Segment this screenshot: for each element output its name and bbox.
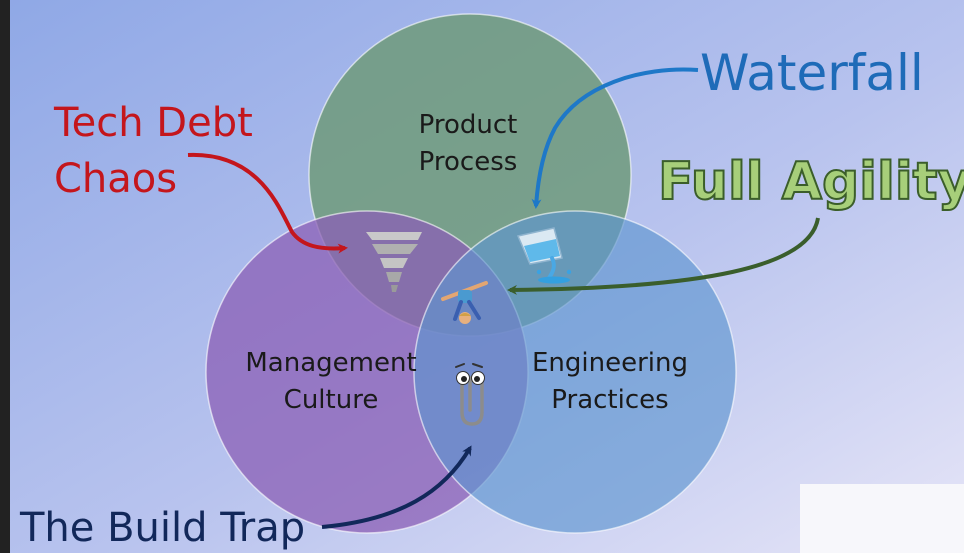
engineering-label-line1: Engineering xyxy=(532,348,688,378)
build-trap-label: The Build Trap xyxy=(19,505,305,551)
build-trap-arrow xyxy=(321,445,472,529)
full-agility-arrow xyxy=(507,217,820,295)
left-edge-strip xyxy=(0,0,10,553)
cartwheel-person-icon xyxy=(441,281,488,324)
management-label-line2: Culture xyxy=(284,385,379,415)
engineering-label-line2: Practices xyxy=(551,385,668,415)
tech-debt-label-line2: Chaos xyxy=(54,156,177,202)
product-label-line1: Product xyxy=(419,110,518,140)
engineering-practices-circle xyxy=(413,210,737,534)
full-agility-label: Full Agility xyxy=(658,152,964,212)
waterfall-arrow xyxy=(531,67,699,209)
pouring-water-icon xyxy=(516,227,572,284)
tech-debt-arrow xyxy=(187,152,348,254)
waterfall-label: Waterfall xyxy=(700,44,924,102)
tech-debt-label-line1: Tech Debt xyxy=(53,100,253,146)
product-label-line2: Process xyxy=(419,147,518,177)
corner-patch xyxy=(800,484,964,553)
tornado-icon xyxy=(366,232,422,292)
management-label-line1: Management xyxy=(245,348,416,378)
paperclip-assistant-icon xyxy=(455,363,485,426)
